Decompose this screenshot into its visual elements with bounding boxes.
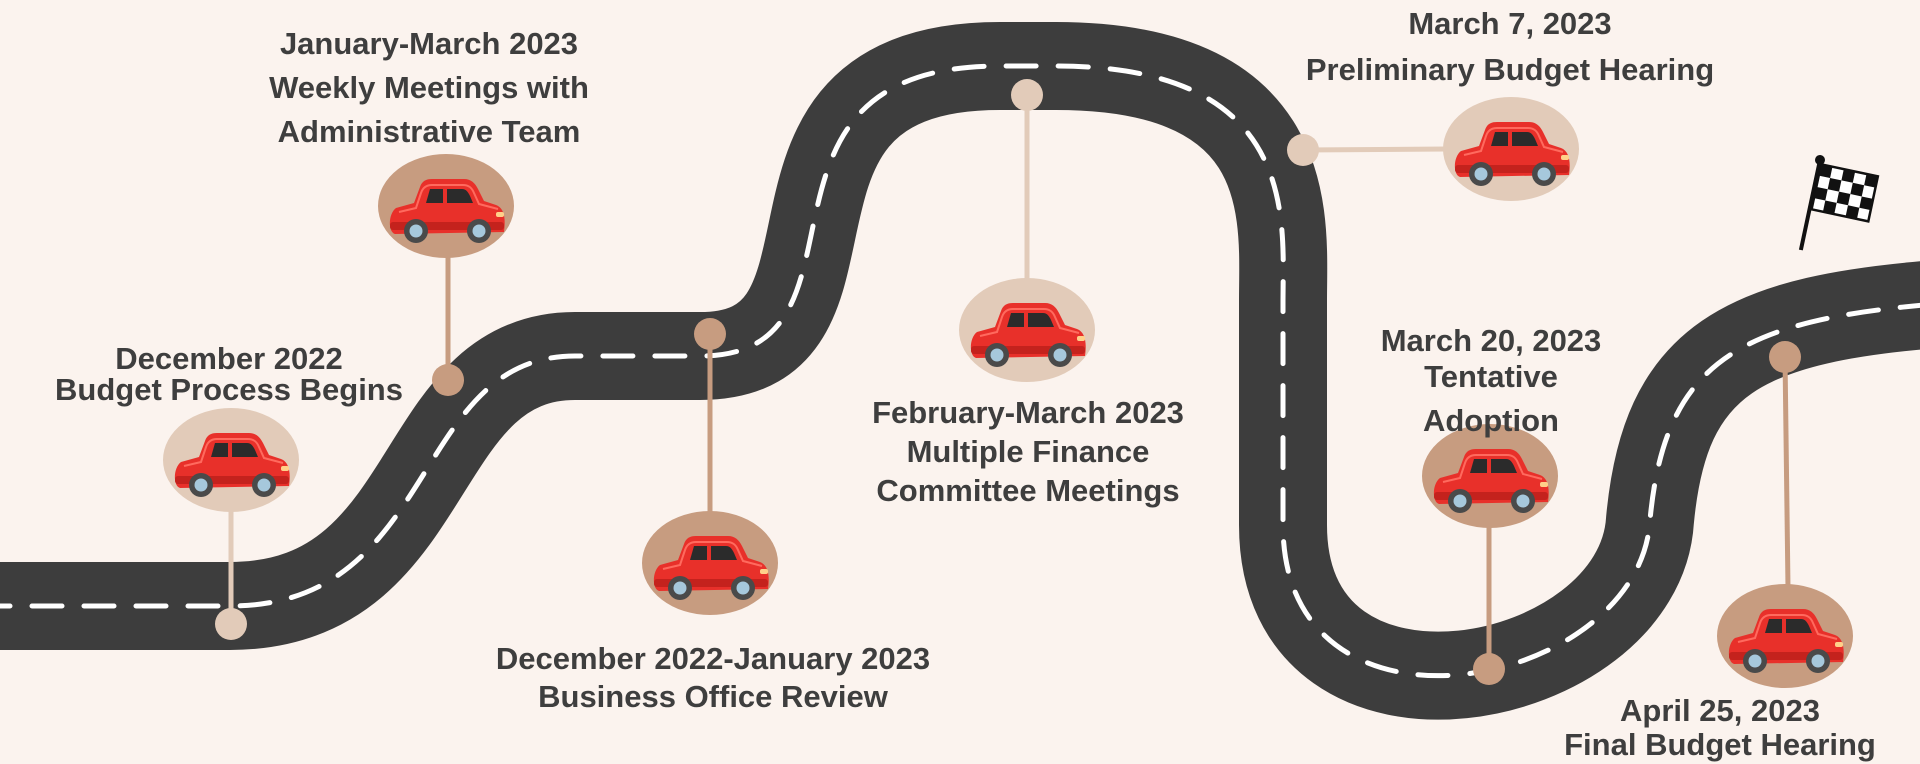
milestone-badge-finance-committee-meetings [959, 278, 1095, 382]
milestone-badge-budget-process-begins [163, 408, 299, 512]
milestone-title: Final Budget Hearing [1564, 727, 1876, 762]
road-marker-weekly-meetings [432, 364, 464, 396]
milestone-badge-final-budget-hearing [1717, 584, 1853, 688]
milestone-date: April 25, 2023 [1620, 693, 1820, 728]
road-marker-finance-committee-meetings [1011, 79, 1043, 111]
milestone-label-business-office-review: December 2022-January 2023 Business Offi… [496, 640, 930, 716]
milestone-label-finance-committee-meetings: February-March 2023 Multiple Finance Com… [872, 393, 1184, 510]
milestone-date: December 2022 [115, 341, 343, 376]
milestone-date: March 7, 2023 [1408, 6, 1612, 41]
connector-final-budget-hearing [1782, 356, 1791, 589]
milestone-label-final-budget-hearing: April 25, 2023 Final Budget Hearing [1564, 694, 1876, 762]
milestone-date: December 2022-January 2023 [495, 641, 931, 676]
milestone-title: Preliminary Budget Hearing [1305, 52, 1715, 87]
milestone-label-budget-process-begins: December 2022 Budget Process Begins [55, 343, 403, 405]
milestone-title: Tentative [1424, 359, 1558, 394]
milestone-title: Administrative Team [277, 114, 581, 149]
milestone-title: Committee Meetings [876, 473, 1180, 508]
milestone-badge-preliminary-budget-hearing [1443, 97, 1579, 201]
milestone-badge-weekly-meetings [378, 154, 514, 258]
checkered-flag-icon [1798, 155, 1880, 251]
road-marker-budget-process-begins [215, 608, 247, 640]
milestone-badge-business-office-review [642, 511, 778, 615]
road-marker-final-budget-hearing [1769, 341, 1801, 373]
connector-preliminary-budget-hearing [1302, 146, 1448, 153]
milestone-date: March 20, 2023 [1380, 323, 1602, 358]
milestone-title: Adoption [1422, 403, 1559, 438]
milestone-date: February-March 2023 [872, 395, 1184, 430]
milestone-badge-tentative-adoption [1422, 424, 1558, 528]
milestone-title: Budget Process Begins [55, 372, 403, 407]
milestone-date: January-March 2023 [279, 26, 579, 61]
road-marker-business-office-review [694, 318, 726, 350]
milestone-label-weekly-meetings: January-March 2023 Weekly Meetings with … [269, 22, 589, 154]
milestone-label-tentative-adoption: March 20, 2023 Tentative Adoption [1381, 322, 1602, 448]
road-marker-preliminary-budget-hearing [1287, 134, 1319, 166]
road-center-line [0, 63, 1920, 679]
milestone-label-preliminary-budget-hearing: March 7, 2023 Preliminary Budget Hearing [1306, 1, 1714, 93]
road-marker-tentative-adoption [1473, 653, 1505, 685]
milestone-title: Business Office Review [538, 679, 888, 714]
milestone-title: Multiple Finance [906, 434, 1150, 469]
milestone-title: Weekly Meetings with [269, 70, 589, 105]
